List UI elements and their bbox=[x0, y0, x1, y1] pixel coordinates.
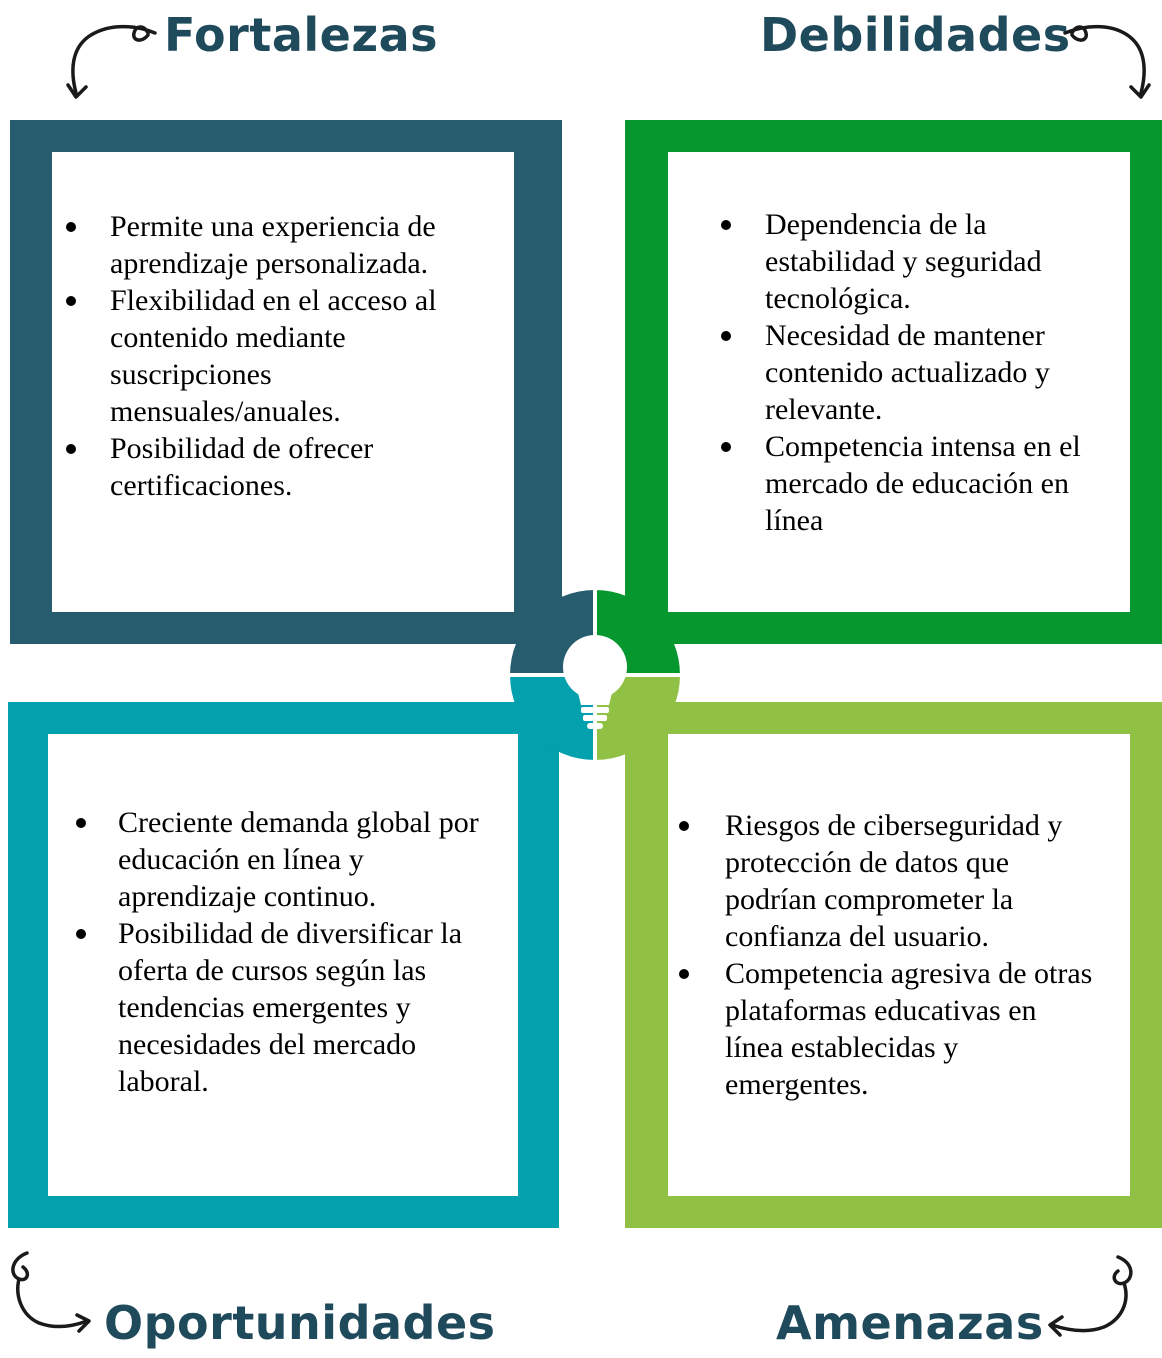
strengths-content-box bbox=[52, 152, 514, 612]
opportunities-frame bbox=[8, 702, 559, 1228]
center-quarter-threats bbox=[595, 675, 680, 760]
strengths-list: Permite una experiencia de aprendizaje p… bbox=[66, 208, 470, 504]
list-item: Dependencia de la estabilidad y segurida… bbox=[721, 206, 1110, 317]
opportunities-content-box bbox=[48, 734, 518, 1196]
weaknesses-list: Dependencia de la estabilidad y segurida… bbox=[721, 206, 1110, 539]
curly-arrow-top-right-icon bbox=[1063, 24, 1151, 99]
list-item: Competencia agresiva de otras plataforma… bbox=[679, 955, 1095, 1103]
threats-frame bbox=[625, 702, 1162, 1228]
weaknesses-title: Debilidades bbox=[760, 8, 1071, 62]
lightbulb-icon bbox=[563, 635, 627, 729]
list-item: Permite una experiencia de aprendizaje p… bbox=[66, 208, 470, 282]
threats-list: Riesgos de ciberseguridad y protección d… bbox=[679, 807, 1095, 1103]
list-item: Posibilidad de diversificar la oferta de… bbox=[76, 915, 496, 1100]
strengths-title: Fortalezas bbox=[164, 8, 439, 62]
curly-arrow-top-left-icon bbox=[66, 24, 157, 99]
list-item: Riesgos de ciberseguridad y protección d… bbox=[679, 807, 1095, 955]
weaknesses-content-box bbox=[668, 152, 1130, 612]
list-item: Necesidad de mantener contenido actualiz… bbox=[721, 317, 1110, 428]
curly-arrow-bottom-right-icon bbox=[1048, 1255, 1133, 1337]
threats-title: Amenazas bbox=[776, 1296, 1044, 1350]
curly-arrow-bottom-left-icon bbox=[11, 1251, 91, 1333]
weaknesses-frame bbox=[625, 120, 1162, 644]
list-item: Competencia intensa en el mercado de edu… bbox=[721, 428, 1110, 539]
list-item: Flexibilidad en el acceso al contenido m… bbox=[66, 282, 470, 430]
list-item: Creciente demanda global por educación e… bbox=[76, 804, 496, 915]
threats-content-box bbox=[668, 734, 1130, 1196]
list-item: Posibilidad de ofrecer certificaciones. bbox=[66, 430, 470, 504]
opportunities-list: Creciente demanda global por educación e… bbox=[76, 804, 496, 1100]
opportunities-title: Oportunidades bbox=[104, 1296, 496, 1350]
center-quarter-opportunities bbox=[510, 675, 595, 760]
strengths-frame bbox=[10, 120, 562, 644]
center-puzzle bbox=[510, 590, 680, 760]
